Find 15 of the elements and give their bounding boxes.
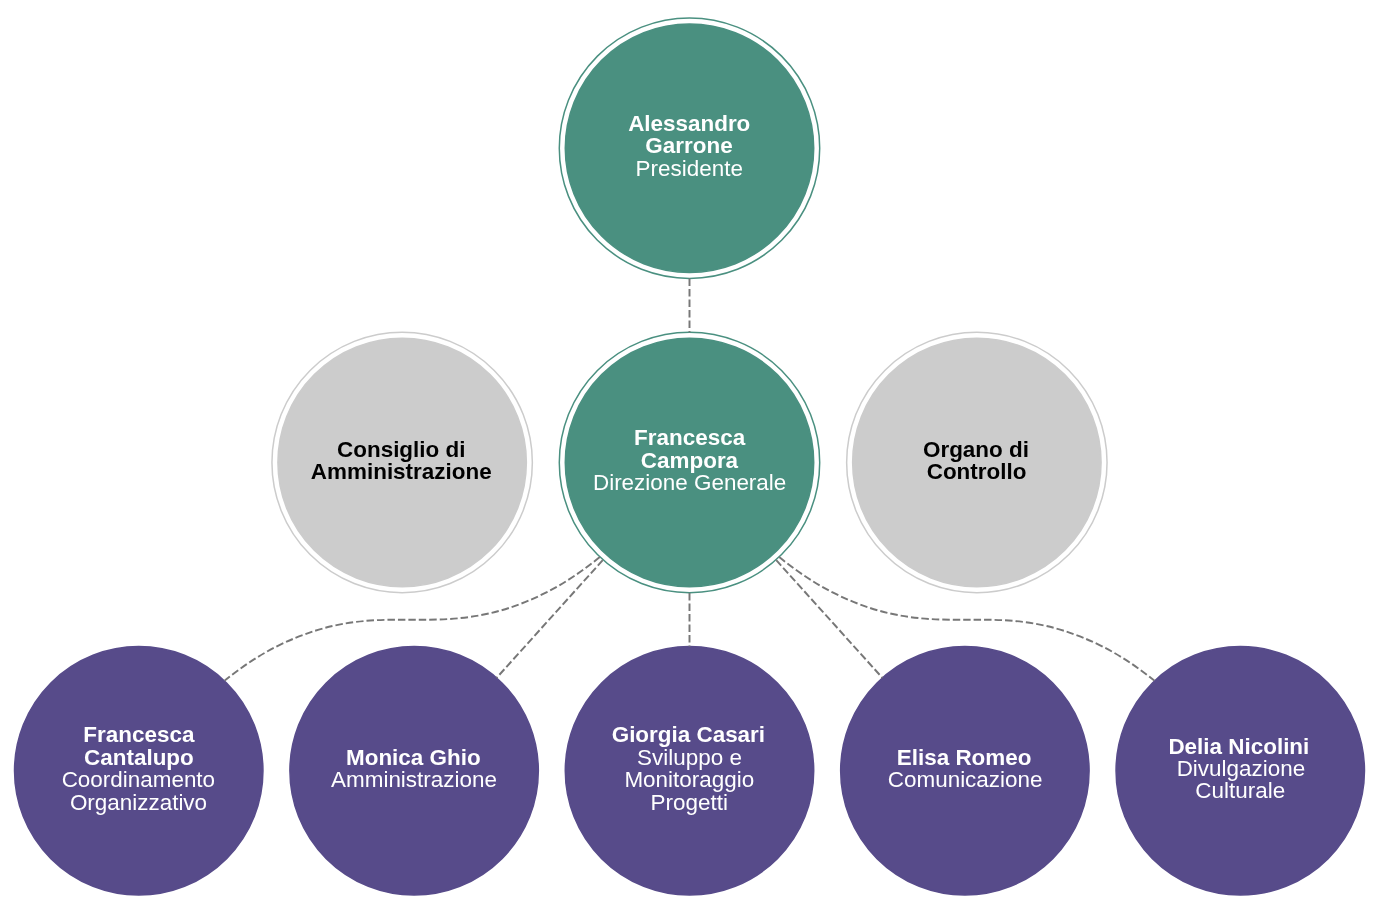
node-circle: Monica Ghio Amministrazione — [289, 645, 540, 896]
node-circle: Francesca Campora Direzione Generale — [558, 331, 821, 594]
node-circle: Consiglio di Amministrazione — [271, 331, 534, 594]
node-circle: Elisa Romeo Comunicazione — [839, 645, 1090, 896]
node-circle: Francesca Cantalupo Coordinamento Organizzativo — [13, 645, 264, 896]
connector — [688, 277, 691, 334]
connector — [688, 592, 691, 648]
node-circle: Giorgia Casari Sviluppo e Monitoraggio Progetti — [564, 645, 815, 896]
connector — [775, 559, 884, 679]
connector — [223, 556, 601, 682]
node-circle: Organo di Controllo — [845, 331, 1108, 594]
node-circle: Alessandro Garrone Presidente — [558, 17, 821, 280]
connector — [495, 559, 604, 679]
node-circle: Delia Nicolini Divulgazione Culturale — [1115, 645, 1366, 896]
connector — [778, 556, 1156, 682]
